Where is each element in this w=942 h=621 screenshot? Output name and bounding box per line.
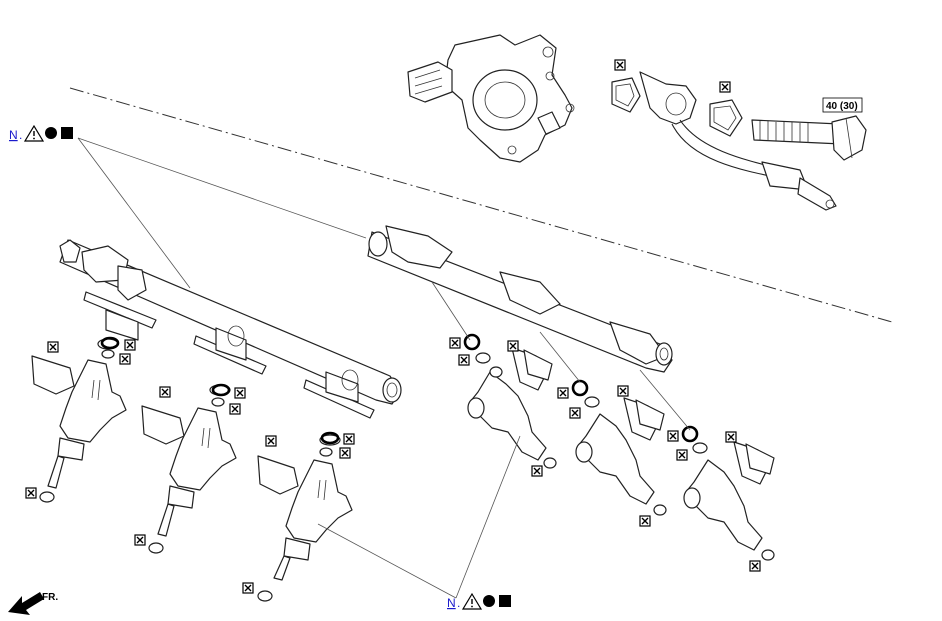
non-reusable-marker [639, 515, 651, 527]
non-reusable-marker [242, 582, 254, 594]
non-reusable-marker [449, 337, 461, 349]
non-reusable-marker [719, 81, 731, 93]
fuel-pipe [639, 71, 837, 211]
non-reusable-marker [234, 387, 246, 399]
front-direction-indicator: FR. [8, 592, 58, 615]
non-reusable-marker [119, 353, 131, 365]
torque-spec-box: 40 (30) [822, 97, 863, 113]
non-reusable-marker [229, 403, 241, 415]
non-reusable-marker [47, 341, 59, 353]
front-label: FR. [42, 592, 58, 603]
non-reusable-marker [569, 407, 581, 419]
non-reusable-marker [676, 449, 688, 461]
o-ring-black [100, 336, 340, 445]
right-injector-1 [463, 333, 557, 469]
left-fuel-rail [59, 239, 402, 419]
non-reusable-markers [25, 337, 761, 594]
non-reusable-marker [725, 431, 737, 443]
svg-text:.: . [457, 596, 460, 610]
reference-link[interactable]: N [447, 596, 456, 610]
square-icon [499, 595, 511, 607]
non-reusable-marker [458, 354, 470, 366]
union-bolt [751, 115, 867, 161]
reference-group-1[interactable]: N . [9, 124, 73, 142]
left-injector-2 [141, 384, 237, 554]
reference-link[interactable]: N [9, 128, 18, 142]
non-reusable-marker [531, 465, 543, 477]
front-arrow-icon [8, 592, 44, 615]
torque-spec-text: 40 (30) [826, 101, 858, 112]
right-injector-2 [571, 379, 667, 516]
non-reusable-marker [507, 340, 519, 352]
caution-icon [461, 592, 483, 610]
dash-dot-separator [69, 87, 893, 323]
non-reusable-marker [617, 385, 629, 397]
non-reusable-marker [749, 560, 761, 572]
dot-icon [483, 595, 495, 607]
non-reusable-marker [134, 534, 146, 546]
left-injector-1 [31, 338, 127, 503]
caution-icon [23, 124, 45, 142]
non-reusable-marker [25, 487, 37, 499]
left-injector-3 [257, 434, 353, 602]
reference-group-2[interactable]: N . [447, 592, 511, 610]
non-reusable-marker [265, 435, 277, 447]
pipe-gasket [709, 99, 743, 137]
non-reusable-marker [124, 339, 136, 351]
dot-icon [45, 127, 57, 139]
non-reusable-marker [339, 447, 351, 459]
right-fuel-rail [367, 225, 673, 373]
leader-lines [77, 137, 691, 599]
fuel-pump [407, 34, 575, 163]
non-reusable-marker [667, 430, 679, 442]
non-reusable-marker [343, 433, 355, 445]
right-injector-3 [681, 425, 775, 561]
square-icon [61, 127, 73, 139]
non-reusable-marker [557, 387, 569, 399]
non-reusable-marker [159, 386, 171, 398]
pump-o-ring [611, 77, 641, 113]
svg-text:.: . [19, 128, 22, 142]
non-reusable-marker [614, 59, 626, 71]
